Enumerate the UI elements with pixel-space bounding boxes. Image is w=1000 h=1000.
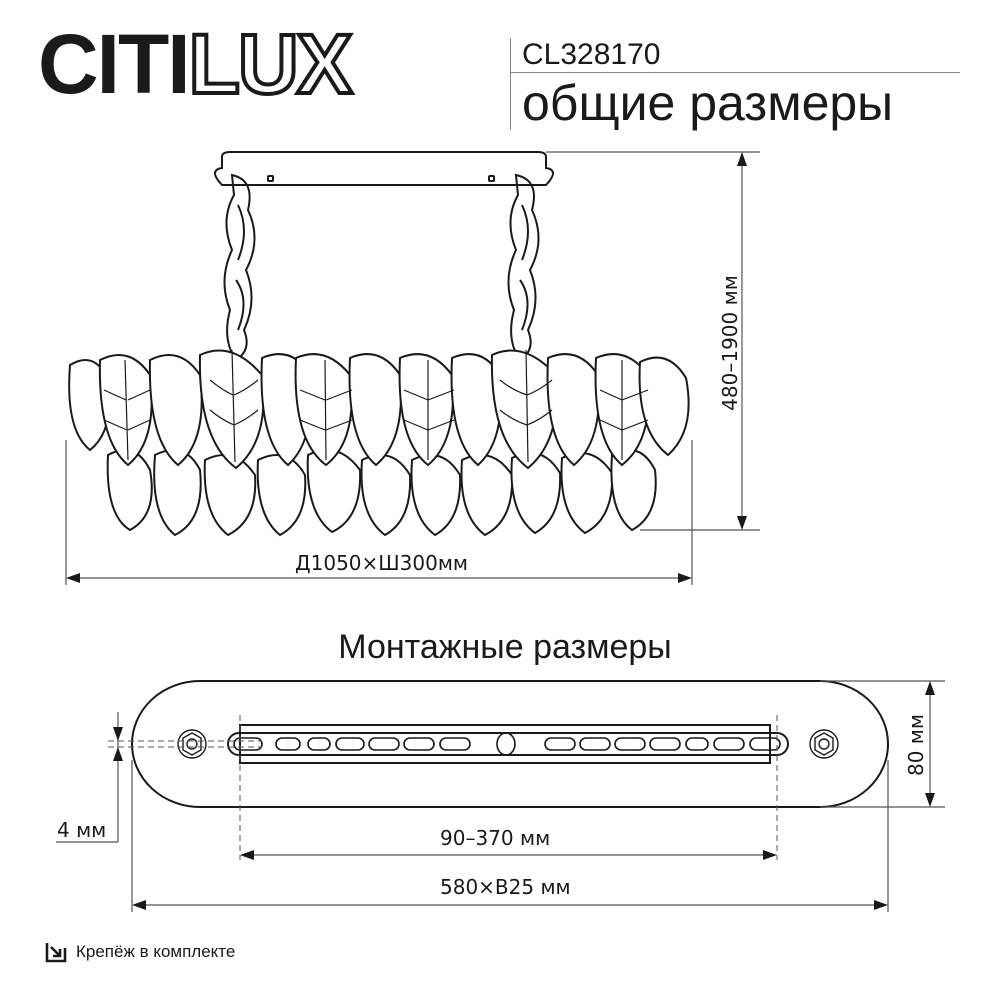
mounting-slots: [233, 732, 781, 756]
brand-logo-outline: LUX: [187, 17, 355, 111]
brand-logo-solid: CITI: [38, 17, 191, 111]
page-subtitle: общие размеры: [522, 75, 894, 131]
length-dimension: [65, 440, 693, 585]
right-suspension: [507, 173, 540, 362]
plate-size-label: 580×В25 мм: [440, 875, 571, 899]
header-divider-horizontal: [510, 72, 960, 73]
fastener-note: Крепёж в комплекте: [44, 940, 235, 964]
height-dimension: [546, 151, 760, 531]
length-width-label: Д1050×Ш300мм: [295, 551, 469, 575]
hole-spacing-label: 90–370 мм: [440, 826, 551, 850]
fastener-note-label: Крепёж в комплекте: [76, 942, 236, 961]
mounting-plate: [131, 680, 889, 808]
fastener-included-icon: [45, 943, 67, 963]
header-divider-vertical: [510, 38, 511, 130]
plate-height-label: 80 мм: [904, 714, 928, 776]
leaf-crystals: [68, 349, 690, 537]
brand-logo: CITILUX: [38, 20, 355, 108]
canopy: [214, 151, 554, 186]
model-number: CL328170: [522, 38, 661, 71]
thickness-label: 4 мм: [57, 818, 107, 842]
left-suspension: [223, 173, 256, 362]
plate-height-dimension: [820, 680, 945, 808]
plate-length-dimension: [131, 760, 889, 912]
height-label: 480–1900 мм: [718, 275, 742, 411]
thickness-dimension: [56, 712, 123, 843]
mounting-nuts: [177, 729, 839, 759]
mounting-section-title: Монтажные размеры: [338, 628, 672, 666]
hole-spacing-dimension: [240, 850, 777, 860]
